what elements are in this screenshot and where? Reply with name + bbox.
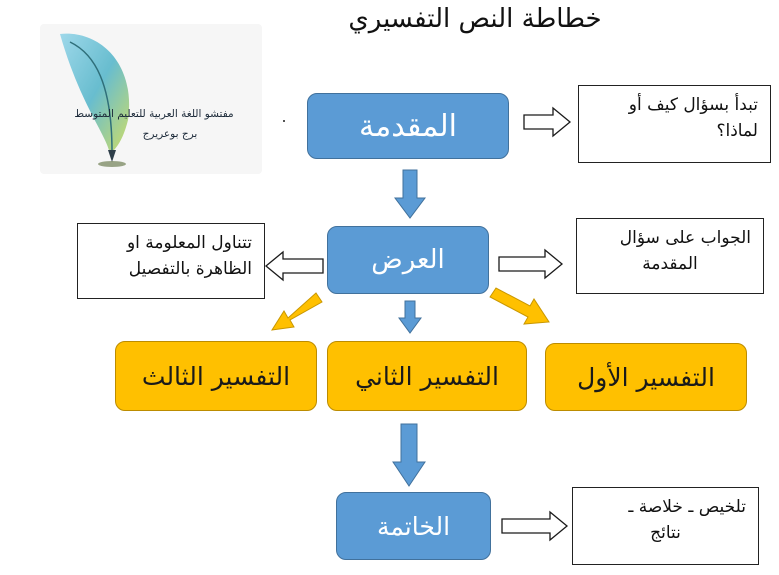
third-explanation-box: التفسير الثالث: [115, 341, 317, 411]
answer-note-line2: المقدمة: [642, 254, 698, 274]
body-box: العرض: [327, 226, 489, 294]
answer-note-arrow: [498, 248, 564, 280]
answer-note-line1: الجواب على سؤال: [619, 228, 751, 248]
intro-to-body-arrow: [394, 169, 426, 219]
answer-note: الجواب على سؤال المقدمة: [576, 218, 764, 294]
conclusion-box: الخاتمة: [336, 492, 491, 560]
second-explanation-box: التفسير الثاني: [327, 341, 527, 411]
conclusion-note: تلخيص ـ خلاصة ـ نتائج: [572, 487, 759, 565]
body-note-line2: الظاهرة بالتفصيل: [128, 259, 252, 279]
body-note: تتناول المعلومة او الظاهرة بالتفصيل: [77, 223, 265, 299]
conclusion-note-line1: تلخيص ـ خلاصة ـ: [628, 497, 746, 517]
body-to-second-arrow: [398, 300, 422, 334]
conclusion-note-line2: نتائج: [650, 523, 681, 543]
inspectors-logo: مفتشو اللغة العربية للتعليم المتوسط برج …: [40, 24, 262, 174]
conclusion-note-arrow: [501, 510, 569, 542]
intro-note: تبدأ بسؤال كيف أو لماذا؟: [578, 85, 771, 163]
body-to-third-arrow: [271, 292, 323, 331]
intro-note-arrow: [523, 106, 572, 138]
quill-feather-icon: [60, 33, 130, 167]
diagram-title: خطاطة النص التفسيري: [348, 4, 602, 34]
first-explanation-box: التفسير الأول: [545, 343, 747, 411]
intro-note-line1: تبدأ بسؤال كيف أو: [628, 95, 758, 115]
body-note-arrow: [264, 250, 324, 282]
intro-box: المقدمة: [307, 93, 509, 159]
body-note-line1: تتناول المعلومة او: [126, 233, 252, 253]
stray-dot: [283, 120, 285, 122]
logo-text-city: برج بوعريرج: [142, 128, 198, 140]
body-to-first-arrow: [489, 287, 550, 325]
second-to-conclusion-arrow: [392, 423, 426, 487]
intro-note-line2: لماذا؟: [716, 121, 758, 141]
logo-text-inspectors: مفتشو اللغة العربية للتعليم المتوسط: [74, 108, 234, 120]
